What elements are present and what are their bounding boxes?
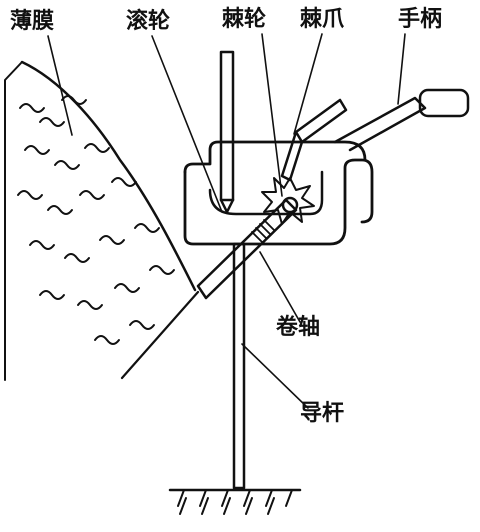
- handle: [333, 88, 470, 152]
- film-wave-lines: [17, 95, 175, 345]
- leader-ratchet-wheel: [261, 33, 283, 197]
- label-film: 薄膜: [10, 9, 54, 34]
- leader-pawl: [293, 33, 323, 135]
- handle-grip: [418, 88, 470, 118]
- label-roller: 滚轮: [126, 8, 170, 34]
- film-sheet: [4, 60, 197, 381]
- roller: [219, 50, 235, 214]
- reel-shaft: [120, 196, 299, 380]
- label-reel-shaft: 卷轴: [275, 314, 320, 340]
- leader-reel-shaft: [259, 251, 301, 323]
- reel-shaft-end-cap: [281, 196, 299, 214]
- leader-guide-rod: [241, 343, 309, 409]
- label-handle: 手柄: [398, 7, 442, 32]
- leader-handle: [397, 33, 406, 105]
- leader-lines: [47, 33, 406, 409]
- guide-rod: [232, 242, 246, 490]
- leader-roller: [151, 35, 223, 213]
- leader-film: [47, 35, 73, 136]
- label-ratchet-wheel: 棘轮: [222, 6, 266, 32]
- label-pawl: 棘爪: [300, 7, 345, 32]
- reel-shaft-grip-lines: [251, 219, 275, 243]
- ground-hatch-lines: [177, 489, 293, 515]
- label-guide-rod: 导杆: [300, 401, 344, 426]
- ground: [168, 488, 302, 515]
